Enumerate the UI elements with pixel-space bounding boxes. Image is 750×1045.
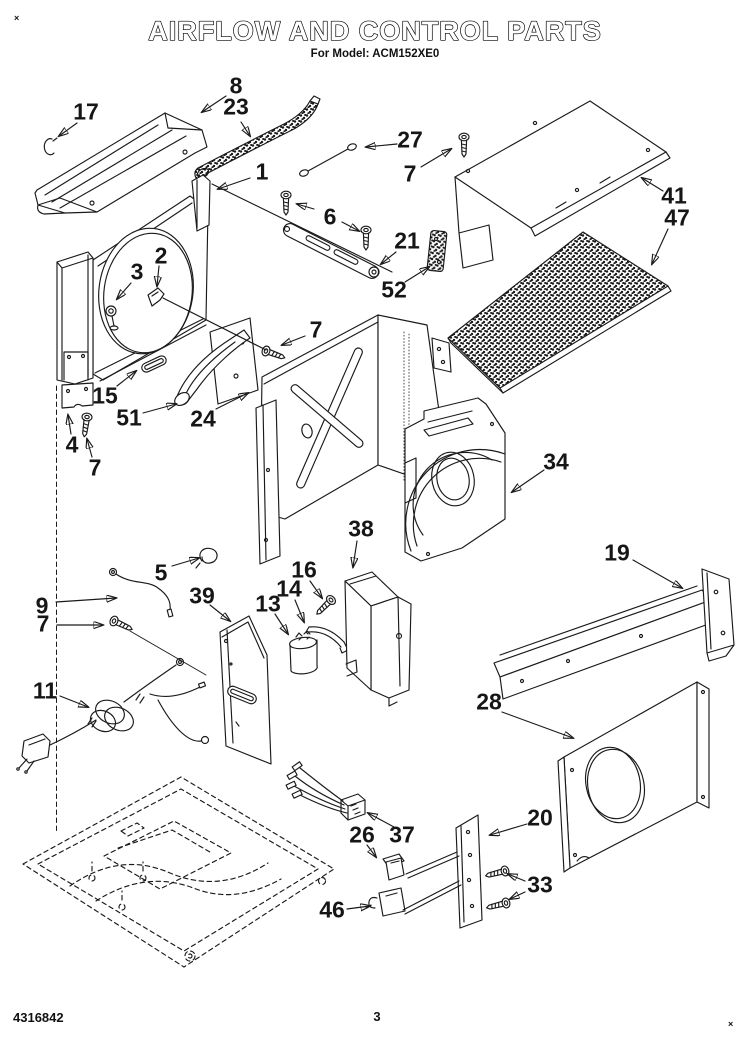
- part-20-bracket-plate: [455, 814, 483, 929]
- capillary-tubes: [402, 851, 462, 915]
- leader-line-39: [209, 604, 230, 621]
- leader-line-21: [381, 251, 397, 264]
- part-28-orifice-panel: [557, 681, 710, 873]
- leader-line-47: [652, 228, 669, 264]
- leader-line-24: [215, 393, 248, 410]
- page-title: AIRFLOW AND CONTROL PARTS: [148, 16, 601, 46]
- leader-line-3: [117, 282, 132, 299]
- registration-mark-bottom-right: ×: [728, 1019, 733, 1029]
- leader-line-38: [353, 540, 357, 567]
- part-39-control-bracket: [219, 615, 272, 765]
- leader-line-23: [240, 121, 250, 136]
- part-19-support-channel: [493, 568, 735, 700]
- leader-line-7: [282, 335, 306, 345]
- leader-line-2: [157, 265, 159, 286]
- part-47-insulation-pad: [447, 231, 672, 394]
- part-9-sensor-wire: [108, 567, 174, 618]
- part-7-screw-wire-area: [107, 614, 207, 676]
- leader-line-6: [341, 221, 359, 231]
- leader-line-7: [87, 439, 92, 458]
- model-line: For Model: ACM152XE0: [311, 48, 440, 60]
- leader-line-46: [346, 906, 370, 909]
- part-1-front-panel: [56, 174, 211, 439]
- leader-line-19: [632, 559, 682, 588]
- leader-line-5: [171, 558, 199, 567]
- part-26-clip: [382, 853, 405, 881]
- part-52-plate: [426, 229, 448, 273]
- part-41-top-cover: [454, 100, 671, 269]
- part-11-power-cord: [16, 657, 210, 774]
- leader-line-16: [309, 580, 322, 598]
- leader-line-7: [420, 149, 451, 168]
- part-21-support-arm: [280, 190, 380, 279]
- leader-line-8: [202, 95, 227, 112]
- leader-line-26: [366, 844, 376, 857]
- base-pan-hidden-outline: [22, 776, 335, 968]
- part-13-capacitor: [288, 630, 318, 675]
- leader-line-17: [59, 122, 78, 136]
- leader-line-28: [501, 711, 573, 738]
- part-33-screws: [483, 864, 512, 914]
- callout-leader-lines: [55, 95, 682, 909]
- assembly-lines: [162, 183, 393, 351]
- part-34-blower-scroll: [404, 397, 506, 562]
- leader-line-52: [404, 267, 429, 283]
- part-38-bracket: [344, 571, 412, 707]
- page-number: 3: [373, 1009, 380, 1024]
- leader-line-33: [508, 874, 526, 882]
- part-46-clip: [365, 887, 406, 917]
- leader-line-1: [218, 177, 251, 189]
- leader-line-13: [274, 613, 288, 634]
- leader-line-41: [642, 178, 664, 192]
- registration-mark-top-left: ×: [14, 13, 19, 23]
- leader-line-20: [490, 823, 528, 835]
- leader-line-27: [366, 144, 398, 147]
- part-37-wiring-harness: [285, 761, 366, 821]
- leader-line-51: [142, 404, 176, 414]
- part-17-clip: [43, 137, 58, 156]
- part-23-curved-rail: [194, 95, 321, 180]
- leader-line-37: [368, 813, 395, 828]
- part-27-pin-rings: [299, 143, 357, 177]
- leader-line-34: [512, 469, 545, 492]
- leader-line-6: [297, 204, 315, 209]
- leader-line-33: [510, 892, 526, 899]
- leader-line-14: [294, 599, 304, 622]
- leader-line-11: [59, 695, 88, 707]
- leader-line-4: [68, 415, 71, 435]
- part-16-screw: [312, 593, 338, 619]
- doc-number: 4316842: [13, 1010, 64, 1025]
- leader-line-15: [116, 371, 136, 387]
- part-8-top-channel: [34, 112, 208, 215]
- leader-line-9: [55, 598, 116, 602]
